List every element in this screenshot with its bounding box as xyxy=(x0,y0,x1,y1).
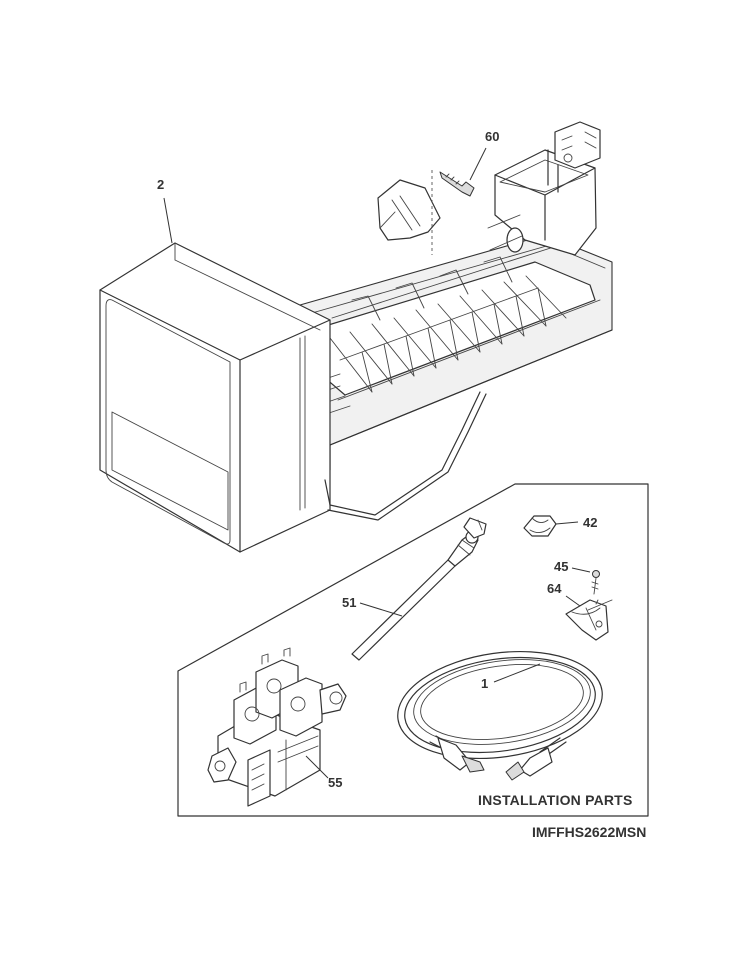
model-code: IMFFHS2622MSN xyxy=(532,824,647,840)
fill-tube-51 xyxy=(351,517,487,661)
installation-parts-box xyxy=(177,483,649,817)
water-tube-1 xyxy=(397,650,603,781)
screw-45 xyxy=(571,567,600,595)
ice-maker-assembly xyxy=(99,121,613,553)
callout-55: 55 xyxy=(328,775,343,790)
callout-2: 2 xyxy=(157,177,165,192)
water-valve-55 xyxy=(207,647,347,807)
clip-42 xyxy=(523,515,579,537)
callout-45: 45 xyxy=(554,559,569,574)
callout-1: 1 xyxy=(481,676,489,691)
installation-parts-title: INSTALLATION PARTS xyxy=(478,792,633,808)
callout-60: 60 xyxy=(485,129,500,144)
callout-42: 42 xyxy=(583,515,598,530)
callout-51: 51 xyxy=(342,595,357,610)
screw-60 xyxy=(431,147,487,255)
callout-64: 64 xyxy=(547,581,562,596)
bracket-64 xyxy=(565,595,613,641)
